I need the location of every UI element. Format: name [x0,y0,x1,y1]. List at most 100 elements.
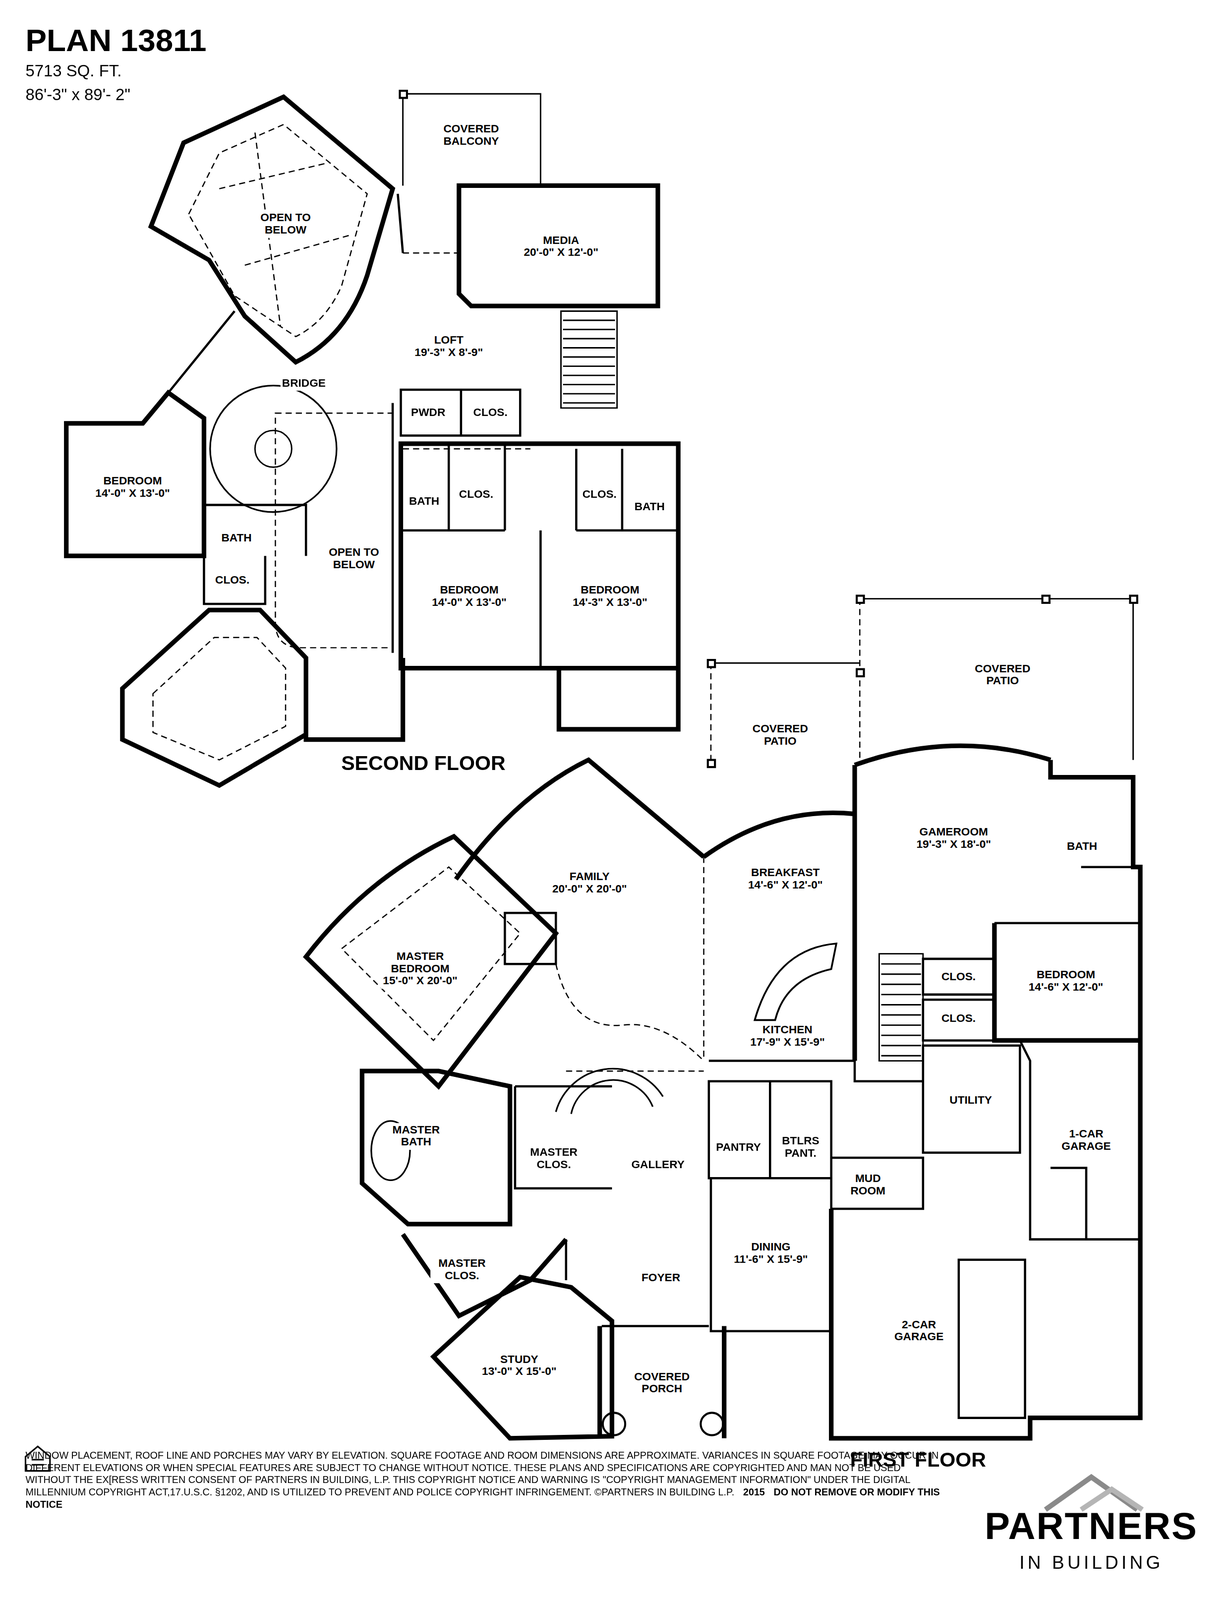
room: KITCHEN17'-9" X 15'-9" [748,1022,827,1050]
room-name: UTILITY [949,1094,993,1107]
plan-size: 86'-3" x 89'- 2" [25,85,131,105]
room-name: BATH [1066,840,1098,853]
room-name: BATH [634,500,665,513]
room-name: BEDROOM [572,584,648,597]
room: CLOS. [939,969,978,985]
room: OPEN TO BELOW [326,545,382,573]
room-name: GALLERY [631,1158,685,1171]
interior-wall [168,193,1141,1418]
room: CLOS. [470,406,510,421]
room-name: BEDROOM [95,475,171,488]
room-dimension: 13'-0" X 15'-0" [481,1365,557,1378]
room-name: BEDROOM [431,584,507,597]
room-dimension: 19'-3" X 18'-0" [916,838,992,851]
post [1042,595,1050,603]
room: MUD ROOM [844,1171,892,1199]
room: BEDROOM14'-6" X 12'-0" [1026,967,1106,995]
room-name: MASTER BEDROOM [381,950,459,975]
room: BATH [632,499,667,515]
room-dimension: 11'-6" X 15'-9" [733,1253,808,1266]
room: FAMILY20'-0" X 20'-0" [550,870,630,897]
room-name: KITCHEN [750,1024,825,1037]
room: BATH [219,531,254,546]
room-name: OPEN TO BELOW [260,212,312,237]
room: BEDROOM14'-3" X 13'-0" [570,583,650,610]
room-dimension: 14'-3" X 13'-0" [572,596,648,609]
company-name: PARTNERS [984,1505,1198,1549]
room-name: BATH [221,532,252,545]
floor-name: SECOND FLOOR [341,751,506,775]
footer-notice: WINDOW PLACEMENT, ROOF LINE AND PORCHES … [25,1449,949,1511]
room-dimension: 14'-0" X 13'-0" [95,487,171,500]
spiral-stair [555,1068,663,1114]
room-dimension: 14'-6" X 12'-0" [748,878,823,891]
room-name: BTLRS PANT. [777,1135,824,1160]
room-name: FAMILY [552,871,628,883]
stair [561,310,924,1061]
room: BEDROOM14'-0" X 13'-0" [93,474,173,501]
room-name: BREAKFAST [748,867,823,879]
room: LOFT19'-3" X 8'-9" [412,333,485,360]
room: COVERED PORCH [626,1369,698,1397]
room-dimension: 20'-0" X 20'-0" [552,882,628,895]
room-dimension: 14'-6" X 12'-0" [1028,981,1104,994]
room: CLOS. [580,487,619,502]
room-name: PANTRY [715,1141,761,1154]
room: COVERED BALCONY [433,122,509,149]
post [856,669,864,677]
room: CLOS. [939,1011,978,1027]
room-name: OPEN TO BELOW [328,546,380,572]
room-name: MEDIA [523,234,599,247]
room-name: MASTER CLOS. [524,1146,584,1171]
room: UTILITY [947,1093,995,1108]
room-dimension: 20'-0" X 12'-0" [523,246,599,259]
room: BREAKFAST14'-6" X 12'-0" [746,866,825,893]
room: STUDY13'-0" X 15'-0" [479,1352,559,1379]
room: MASTER CLOS. [430,1256,494,1284]
room: MEDIA20'-0" X 12'-0" [521,233,601,260]
walls [66,93,1141,1439]
room: MASTER BATH [386,1122,447,1150]
room-name: PWDR [410,407,446,419]
room-name: GAMEROOM [916,825,992,838]
plan-area: 5713 SQ. FT. [25,61,122,81]
room-dimension: 15'-0" X 20'-0" [381,974,459,987]
room-name: 2-CAR GARAGE [888,1318,950,1344]
room-name: CLOS. [582,488,617,501]
company-subname: IN BUILDING [1019,1551,1164,1574]
plan-title: PLAN 13811 [25,22,207,59]
room-dimension: 17'-9" X 15'-9" [750,1036,825,1049]
room-name: COVERED PORCH [628,1370,696,1396]
open-edge [153,124,861,1071]
room: DINING11'-6" X 15'-9" [731,1240,810,1267]
posts [399,90,1137,767]
spiral-stair-core [254,430,292,468]
room-name: CLOS. [941,971,976,984]
room: MASTER CLOS. [522,1145,586,1172]
room: OPEN TO BELOW [257,211,313,238]
room: MASTER BEDROOM15'-0" X 20'-0" [379,949,461,988]
room: CLOS. [457,487,496,502]
room-name: COVERED PATIO [966,662,1039,688]
room: BRIDGE [280,376,328,391]
room: 2-CAR GARAGE [886,1317,952,1345]
kitchen-island [754,943,837,1020]
room-name: CLOS. [215,574,250,586]
room-dimension: 14'-0" X 13'-0" [431,596,507,609]
room-name: COVERED BALCONY [435,123,507,148]
room-name: CLOS. [459,488,494,501]
room: COVERED PATIO [964,661,1041,689]
room-name: STUDY [481,1353,557,1366]
company-logo [1045,1476,1143,1510]
porch-column [602,1412,626,1435]
room: GALLERY [629,1157,687,1172]
room-name: 1-CAR GARAGE [1057,1127,1114,1153]
room: CLOS. [213,573,252,588]
room-name: MASTER BATH [388,1123,445,1149]
room: PANTRY [713,1140,763,1155]
post [399,90,407,98]
room: PWDR [409,406,448,421]
exterior-wall [66,96,1141,1438]
